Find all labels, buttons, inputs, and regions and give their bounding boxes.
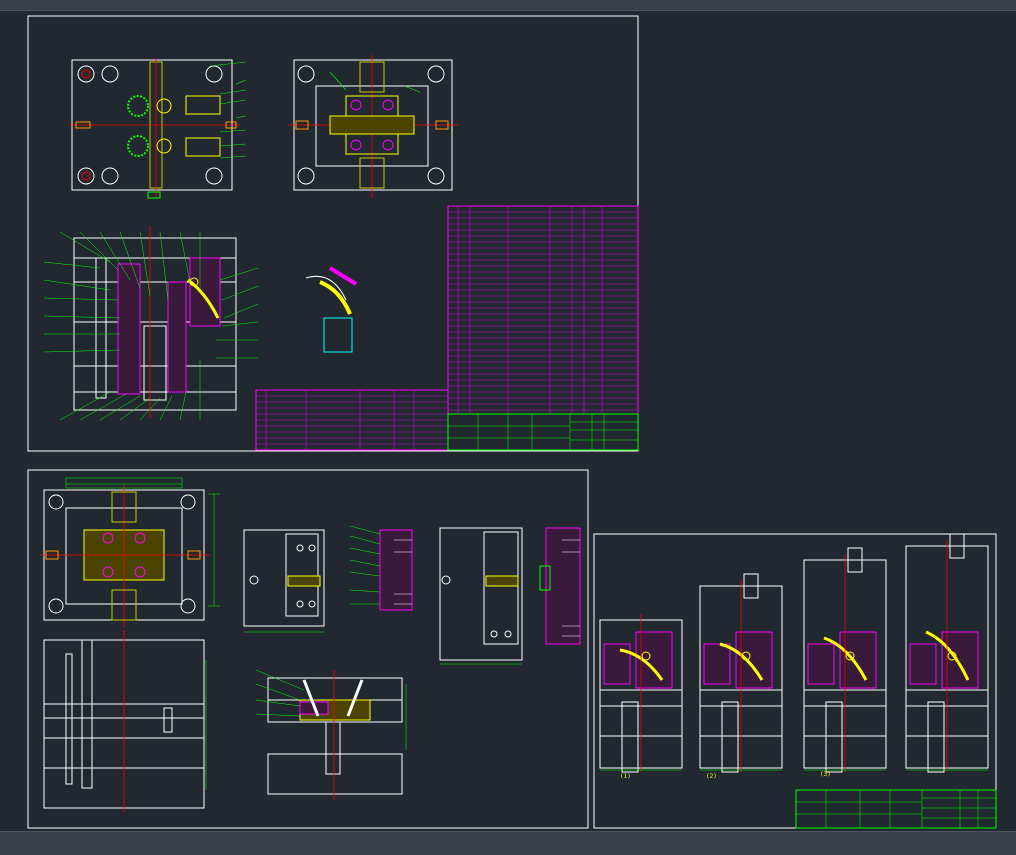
assembly-drawing-sheet: [27, 15, 639, 452]
top-toolbar: [0, 0, 1016, 11]
parts-list-table-lower: [255, 389, 449, 451]
parts-list-table: [447, 205, 639, 415]
curved-slider-detail: [305, 266, 358, 353]
angled-slider-assembly-view: [255, 669, 407, 800]
step-caption-1: (1): [620, 773, 631, 780]
part-views-sheet: [27, 469, 589, 829]
sequence-step-4: [905, 533, 989, 773]
sequence-step-3: [803, 547, 887, 773]
sequence-step-2: [699, 573, 783, 773]
mold-plan-view-left: [70, 58, 247, 199]
slider-plate-view: [243, 529, 325, 633]
cavity-plate-view: [439, 527, 523, 665]
sheet-frame: [27, 469, 589, 829]
step-caption-3: (3): [820, 771, 831, 778]
sequence-step-1: [599, 614, 683, 773]
action-sequence-sheet: [593, 533, 997, 829]
mold-plan-view-right: [288, 55, 458, 198]
mold-cross-section-view: [43, 226, 259, 421]
step-caption-2: (2): [706, 773, 717, 780]
title-block: [447, 413, 639, 451]
title-block: [795, 789, 997, 829]
slider-section-view: [349, 525, 413, 611]
fixed-plate-plan-view: [40, 477, 220, 628]
cavity-section-view: [539, 527, 581, 645]
sheet-frame: [593, 533, 997, 829]
status-bar: [0, 831, 1016, 855]
section-A-A-view: [43, 630, 207, 812]
